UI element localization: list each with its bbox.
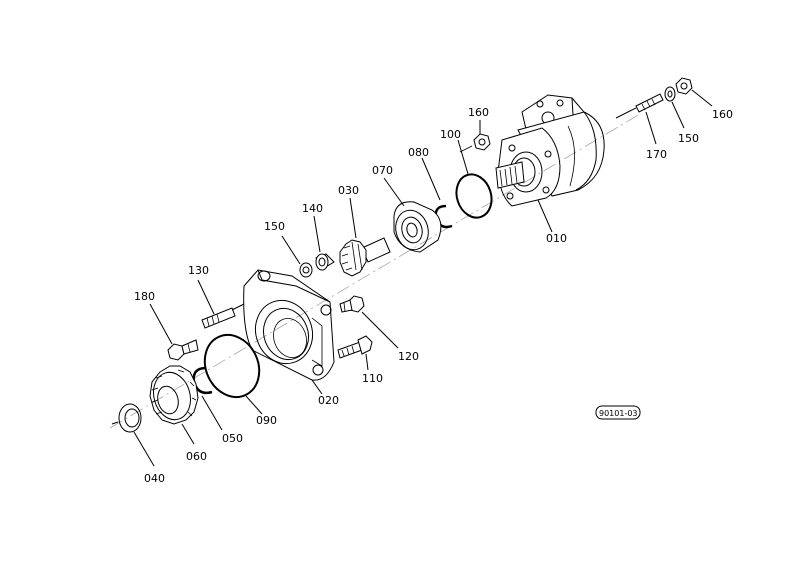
drawing-code-stamp: 90101-03 [595,405,641,420]
part-070-bearing [383,177,442,253]
part-020-housing [243,269,335,395]
label-130: 130 [188,264,209,277]
part-170-stud [615,93,664,145]
part-030-pinion-gear [339,197,391,277]
part-150-washer-right [664,86,685,129]
label-100: 100 [440,128,461,141]
part-180-plug [149,303,199,361]
label-140: 140 [302,202,323,215]
label-150-right: 150 [678,132,699,145]
label-040: 040 [144,472,165,485]
part-010-pump-body [495,94,605,233]
label-050: 050 [222,432,243,445]
label-110: 110 [362,372,383,385]
label-080: 080 [408,146,429,159]
part-150-washer-middle [281,235,313,278]
label-090: 090 [256,414,277,427]
label-170: 170 [646,148,667,161]
part-060-spur-gear [149,365,199,445]
label-150-middle: 150 [264,220,285,233]
label-030: 030 [338,184,359,197]
label-070: 070 [372,164,393,177]
label-010: 010 [546,232,567,245]
center-axis-line [109,113,641,429]
label-160-left: 160 [468,106,489,119]
label-180: 180 [134,290,155,303]
label-160-right: 160 [712,108,733,121]
label-020: 020 [318,394,339,407]
part-090-o-ring [203,333,263,415]
label-060: 060 [186,450,207,463]
part-140-bushing [313,215,335,271]
drawing-code-text: 90101-03 [599,409,638,418]
part-160-nut-left [459,120,491,153]
part-040-seal [111,403,155,467]
part-100-o-ring [455,139,493,219]
part-160-nut-right [675,77,713,107]
label-120: 120 [398,350,419,363]
part-130-stud [197,279,245,329]
part-120-bolt [339,295,399,349]
part-110-bolt [337,335,373,371]
